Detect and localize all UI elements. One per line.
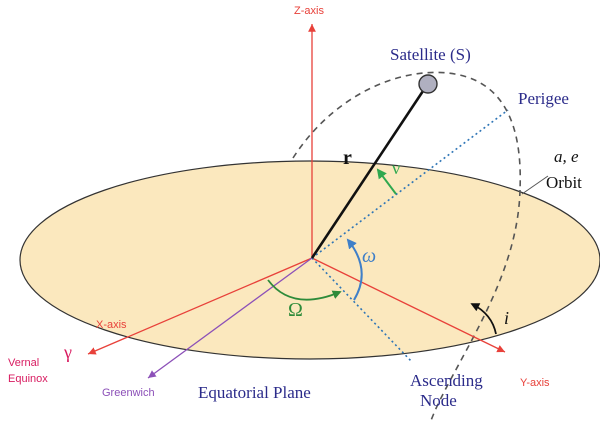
inclination-arc [470, 303, 497, 335]
true-anomaly-label: ν [392, 158, 400, 178]
x-axis-label: X-axis [96, 319, 127, 331]
inclination-label: i [504, 308, 509, 328]
arg-perigee-label: ω [362, 245, 376, 267]
raan-label: Ω [288, 299, 303, 321]
radius-vector [310, 87, 427, 259]
vernal-label-line1: Vernal [8, 357, 39, 369]
y-axis-line [311, 257, 506, 353]
true-anomaly-arc [376, 168, 397, 195]
z-axis-label: Z-axis [294, 5, 324, 17]
vernal-label-line2: Equinox [8, 373, 48, 385]
equatorial-plane-label: Equatorial Plane [198, 383, 311, 402]
x-axis-line [87, 257, 313, 355]
orbit-path-upper [292, 71, 522, 191]
orbit-label: Orbit [546, 173, 582, 192]
y-axis-label: Y-axis [520, 377, 550, 389]
perigee-label: Perigee [518, 89, 569, 108]
perigee-line [311, 109, 509, 259]
satellite-icon [418, 74, 438, 94]
orbit-path-lower [429, 189, 521, 423]
satellite-label: Satellite (S) [390, 45, 471, 64]
ascending-node-label-line2: Node [420, 391, 457, 410]
arg-perigee-arc [346, 238, 363, 301]
greenwich-label: Greenwich [102, 387, 155, 399]
radius-label: r [343, 147, 352, 169]
vernal-symbol: γ [63, 342, 72, 362]
line-of-nodes [311, 257, 413, 363]
raan-arc [267, 279, 342, 301]
ascending-node-label-line1: Ascending [410, 371, 483, 390]
orbit-label-leader [521, 175, 549, 195]
orbit-elements-label: a, e [554, 147, 579, 166]
greenwich-line [147, 257, 313, 379]
